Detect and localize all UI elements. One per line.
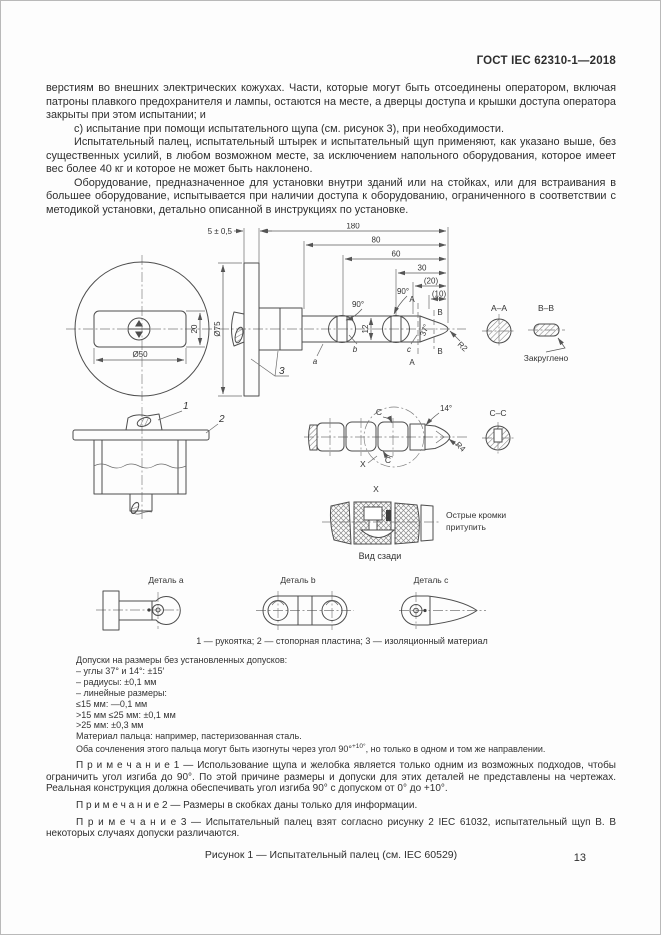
sharp-edges-note-line1: Острые кромки <box>446 510 506 520</box>
tolerance-line-bend: Оба сочленения этого пальца могут быть и… <box>76 742 616 755</box>
tolerances-block: Допуски на размеры без установленных доп… <box>76 655 616 755</box>
part-label-c: c <box>407 345 411 354</box>
dim-10-ref: (10) <box>432 290 447 299</box>
dim-180: 180 <box>346 223 360 231</box>
rear-view-caption: Вид сзади <box>359 551 402 561</box>
side-view-plate: Ø75 5 ± 0,5 3 <box>208 227 289 397</box>
note-3: П р и м е ч а н и е 3 — Испытательный па… <box>46 816 616 840</box>
handle-assembly: 1 2 <box>72 401 225 520</box>
detail-c-view: Деталь c <box>399 575 486 629</box>
part-label-1: 1 <box>183 401 189 412</box>
section-mark-b-bottom: B <box>437 347 442 356</box>
section-b-b-label: B–B <box>538 303 554 313</box>
angle-90-joint2: 90° <box>397 287 409 296</box>
dim-30: 30 <box>418 264 427 273</box>
note-2: П р и м е ч а н и е 2 — Размеры в скобка… <box>76 799 418 811</box>
paragraph-test-finger: Испытательный палец, испытательный штыре… <box>46 136 616 175</box>
tolerance-line-le15: ≤15 мм: —0,1 мм <box>76 698 148 709</box>
rounded-note: Закруглено <box>524 353 569 363</box>
list-item-c: с) испытание при помощи испытательного щ… <box>74 122 504 135</box>
technical-drawing: 20 Ø50 Ø75 5 ± 0,5 3 <box>66 222 569 646</box>
part-label-b: b <box>353 345 358 354</box>
figure-test-finger: 20 Ø50 Ø75 5 ± 0,5 3 <box>46 222 616 653</box>
detail-b-label: Деталь b <box>280 575 315 585</box>
part-label-3: 3 <box>279 366 285 377</box>
rear-view-x: X Острые кромки притупить Вид сзади <box>322 484 506 561</box>
detail-a-label: Деталь a <box>148 575 183 585</box>
section-c-c-label: C–C <box>489 408 506 418</box>
section-a-a: A–A <box>482 303 516 348</box>
sharp-edges-note-line2: притупить <box>446 522 487 532</box>
angle-37: 37° <box>418 323 431 337</box>
dim-12: 12 <box>361 324 370 333</box>
paragraph-equipment: Оборудование, предназначенное для устано… <box>46 176 616 216</box>
tolerance-line-gt25: >25 мм: ±0,3 мм <box>76 720 144 731</box>
dim-slot-diameter: Ø50 <box>132 350 148 359</box>
bend-superscript: +10° <box>351 743 366 751</box>
tolerance-line-material: Материал пальца: например, пастеризованн… <box>76 731 302 742</box>
bend-text: Оба сочленения этого пальца могут быть и… <box>76 744 352 755</box>
angle-14: 14° <box>440 404 452 413</box>
figure-caption: Рисунок 1 — Испытательный палец (см. IEC… <box>204 848 458 861</box>
dim-plate-thickness: 5 ± 0,5 <box>208 227 233 236</box>
part-label-2: 2 <box>218 414 225 425</box>
section-mark-c-top: C <box>376 407 382 417</box>
dim-20-ref: (20) <box>424 277 439 286</box>
tolerance-line-15-25: >15 мм ≤25 мм: ±0,1 мм <box>76 709 176 720</box>
dimension-chain: 180 80 60 30 (20) (10) <box>260 222 449 323</box>
view-x-pointer: X <box>360 459 366 469</box>
tolerance-line-radii: – радиусы: ±0,1 мм <box>76 676 157 687</box>
dim-60: 60 <box>392 250 401 259</box>
angle-90-joint1: 90° <box>352 300 364 309</box>
section-c-c: C–C <box>482 408 515 455</box>
section-mark-a-bottom: A <box>409 358 415 367</box>
view-x-label: X <box>373 484 379 494</box>
detail-a-view: Деталь a <box>96 575 184 631</box>
section-a-a-label: A–A <box>491 303 507 313</box>
figure-legend: 1 — рукоятка; 2 — стопорная пластина; 3 … <box>196 636 488 646</box>
detail-b-view: Деталь b <box>256 575 354 630</box>
dim-slot-height: 20 <box>190 324 199 333</box>
paragraph-continuation: верстиям во внешних электрических кожуха… <box>46 82 616 121</box>
part-label-a: a <box>313 357 318 366</box>
radius-r2: R2 <box>456 340 470 354</box>
section-mark-c-bottom: C <box>385 455 391 465</box>
radius-r4: R4 <box>454 440 468 454</box>
finger-side-view: 12 90° 90° A A B B 37° R2 a b c <box>258 287 470 367</box>
bent-joint-detail: C C 14° R4 X <box>304 404 468 469</box>
tolerance-line-angles: – углы 37° и 14°: ±15′ <box>76 665 165 676</box>
section-mark-b-top: B <box>437 308 442 317</box>
document-header: ГОСТ IEC 62310-1—2018 <box>476 55 616 67</box>
detail-c-label: Деталь c <box>414 575 449 585</box>
bend-text-tail: , но только в одном и том же направлении… <box>365 744 546 755</box>
section-b-b: B–B Закруглено <box>524 303 569 363</box>
tolerances-intro: Допуски на размеры без установленных доп… <box>76 655 288 665</box>
front-view: 20 Ø50 <box>74 255 210 404</box>
section-mark-a-top: A <box>409 295 415 304</box>
dim-80: 80 <box>372 236 381 245</box>
note-1: П р и м е ч а н и е 1 — Использование щу… <box>46 760 616 795</box>
tolerance-line-linear: – линейные размеры: <box>76 687 167 698</box>
page-number: 13 <box>573 852 586 864</box>
dim-plate-diameter: Ø75 <box>213 321 222 337</box>
